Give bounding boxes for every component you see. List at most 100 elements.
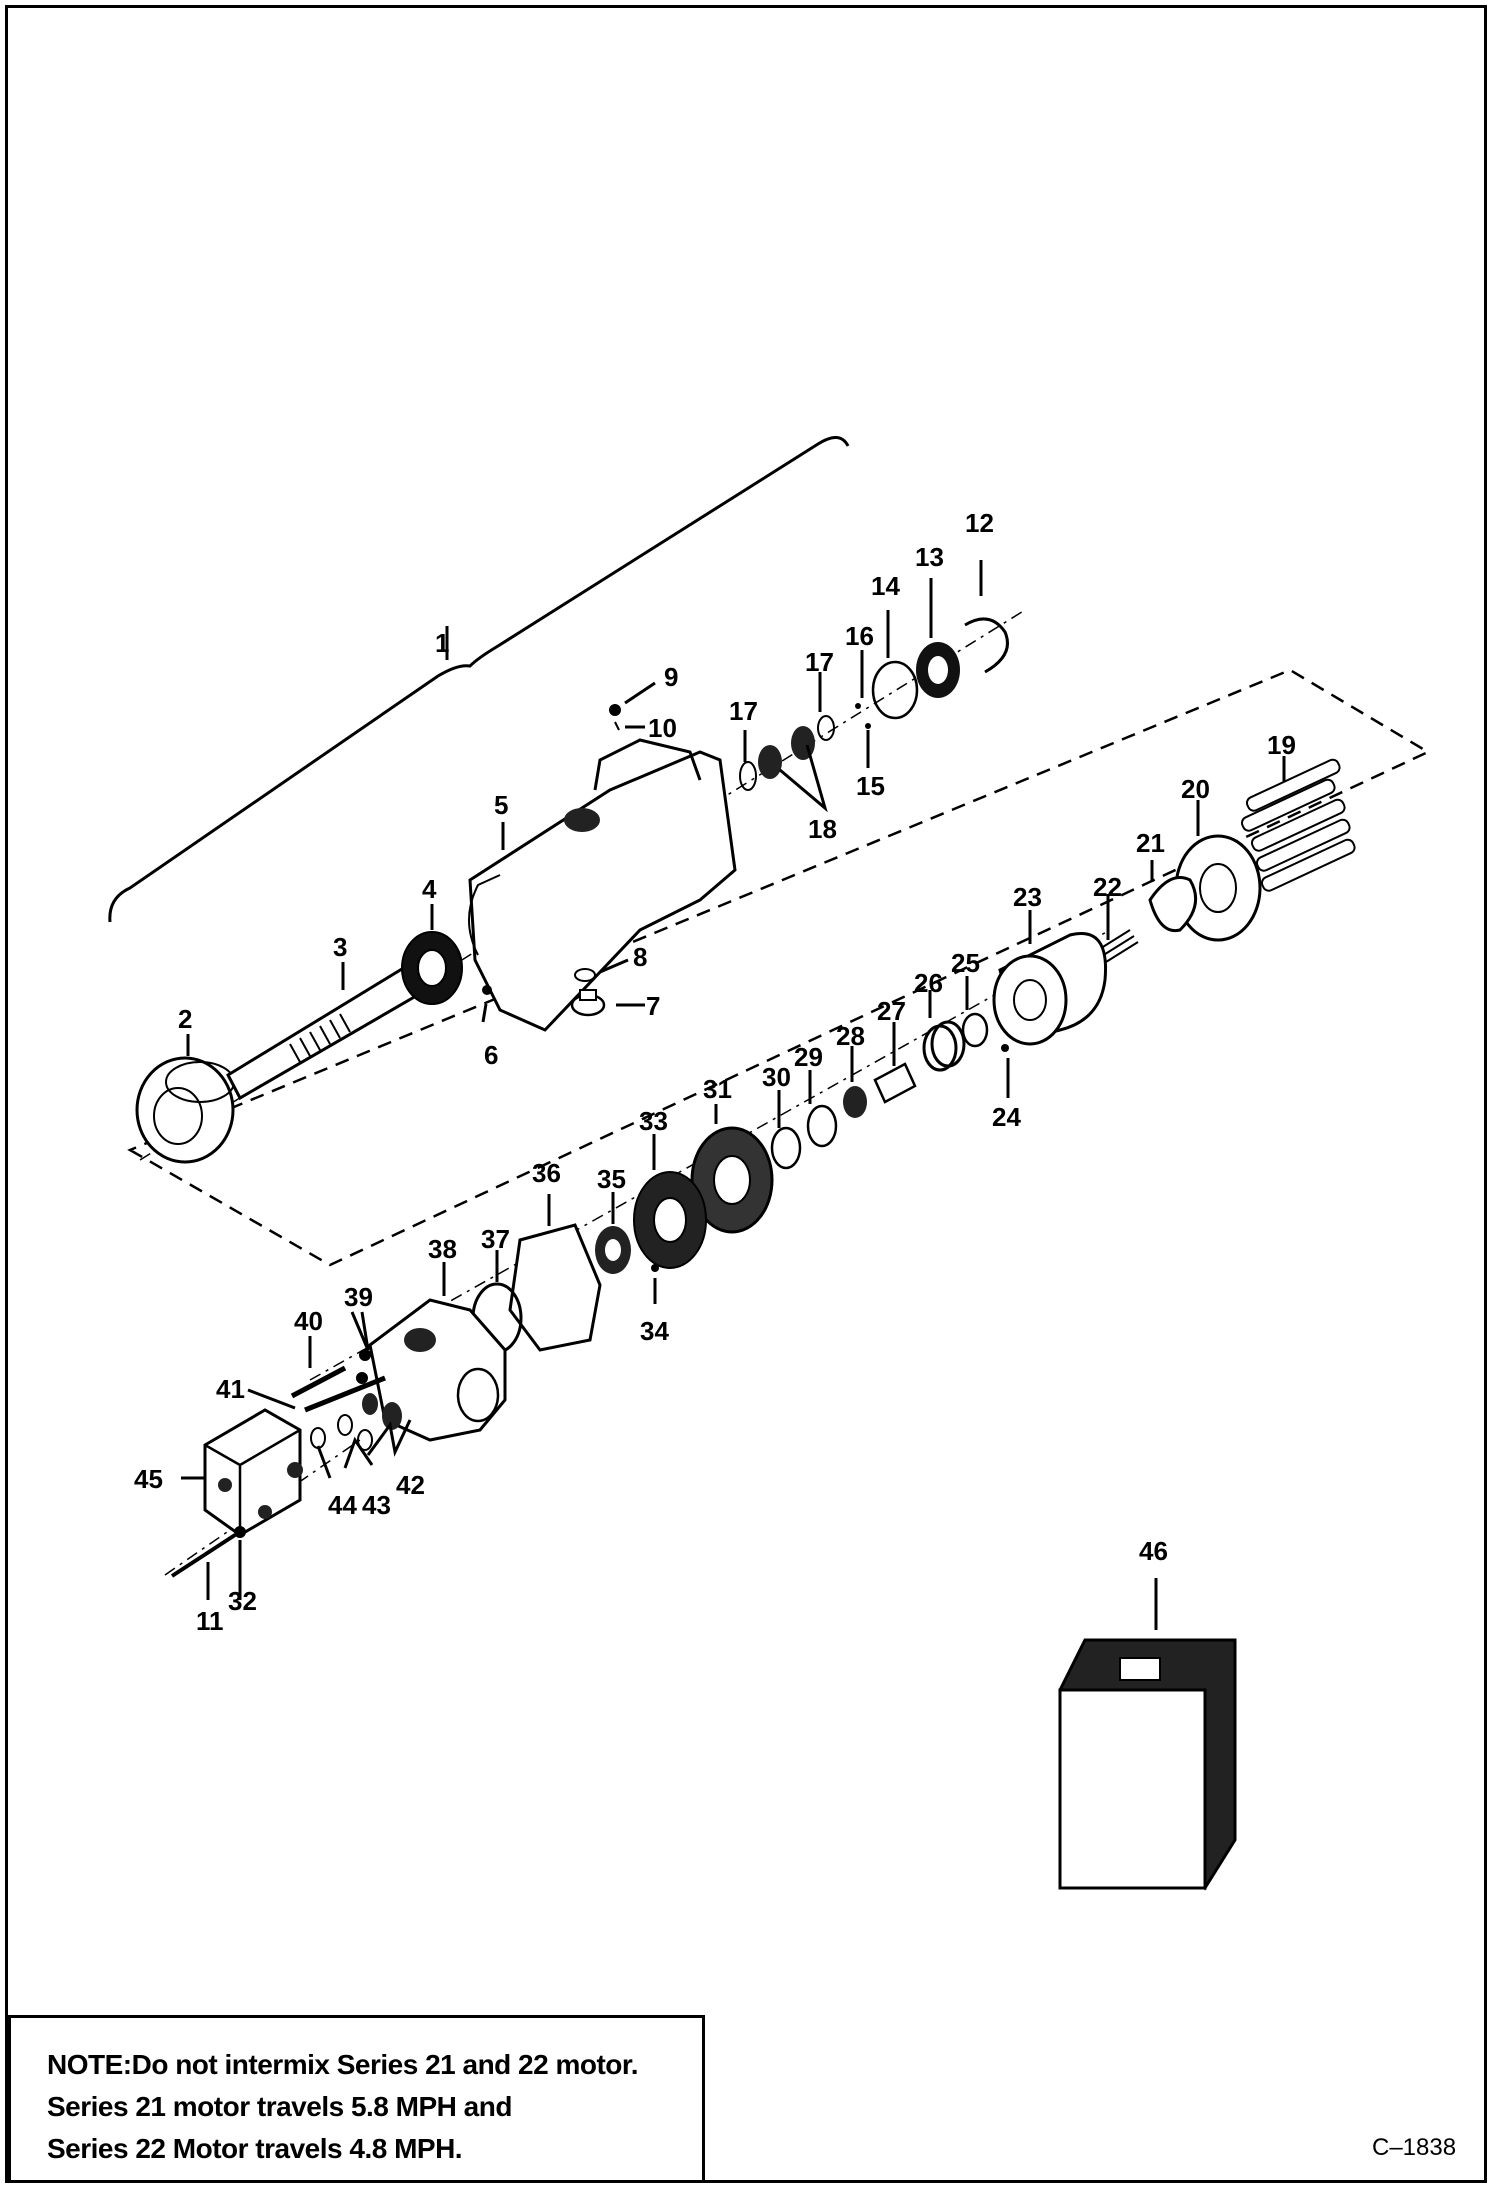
callout-10: 10	[648, 713, 677, 743]
part-41-bolt	[304, 1375, 386, 1413]
callout-45: 45	[134, 1464, 163, 1494]
part-10-o-ring	[614, 721, 620, 731]
callout-29: 29	[794, 1042, 823, 1072]
callout-12: 12	[965, 508, 994, 538]
part-35-bearing	[595, 1226, 631, 1274]
note-line-3: Series 22 Motor travels 4.8 MPH.	[47, 2133, 463, 2164]
part-42-plug-second	[362, 1393, 378, 1415]
part-30-ring	[770, 1126, 802, 1170]
callout-7: 7	[646, 991, 660, 1021]
part-46-seal-kit-box	[1058, 1638, 1237, 1891]
callout-44: 44	[328, 1490, 357, 1520]
callout-19: 19	[1267, 730, 1296, 760]
leader-lines	[181, 560, 1286, 1630]
callout-20: 20	[1181, 774, 1210, 804]
part-24-pin	[1001, 1044, 1009, 1052]
callout-27: 27	[877, 996, 906, 1026]
callout-15: 15	[856, 771, 885, 801]
callout-25: 25	[951, 948, 980, 978]
part-31-swashplate	[690, 1126, 774, 1234]
callout-6: 6	[484, 1040, 498, 1070]
callout-4: 4	[422, 874, 437, 904]
callout-43: 43	[362, 1490, 391, 1520]
note-box: NOTE:Do not intermix Series 21 and 22 mo…	[8, 2015, 705, 2183]
callout-40: 40	[294, 1306, 323, 1336]
part-4-bearing	[401, 931, 463, 1005]
diagram-frame	[5, 5, 1487, 2183]
note-line-2: Series 21 motor travels 5.8 MPH and	[47, 2091, 512, 2122]
part-21-ball-guide	[1148, 876, 1198, 933]
callout-41: 41	[216, 1374, 245, 1404]
part-40-bolt	[290, 1365, 347, 1399]
part-19-pistons	[1240, 758, 1356, 892]
callout-1: 1	[435, 628, 449, 658]
callout-37: 37	[481, 1224, 510, 1254]
part-12-retaining-ring	[964, 617, 1009, 674]
callout-30: 30	[762, 1062, 791, 1092]
part-25-washer	[961, 1012, 989, 1048]
part-34-pin	[651, 1264, 659, 1272]
part-8-o-ring	[574, 968, 596, 982]
part-13-spline	[916, 642, 960, 698]
part-45-valve-block	[203, 1408, 303, 1537]
part-26-spring	[922, 1020, 966, 1072]
part-32-washer	[234, 1526, 246, 1538]
part-7-valve	[570, 989, 606, 1017]
part-29-ring	[806, 1104, 838, 1148]
callout-33: 33	[639, 1106, 668, 1136]
callout-32: 32	[228, 1586, 257, 1616]
part-39-fitting	[359, 1349, 371, 1361]
callout-23: 23	[1013, 882, 1042, 912]
callout-11: 11	[196, 1606, 224, 1636]
callout-17: 17	[729, 696, 758, 726]
callout-36: 36	[532, 1158, 561, 1188]
part-5-housing	[468, 738, 737, 1032]
callout-9: 9	[664, 662, 678, 692]
part-33-plate	[633, 1171, 707, 1269]
part-18-seal	[758, 726, 815, 779]
part-28-washer	[843, 1086, 867, 1118]
callout-21: 21	[1136, 828, 1165, 858]
part-44-o-ring	[310, 1427, 326, 1449]
callout-39: 39	[344, 1282, 373, 1312]
part-43-o-ring-second	[357, 1429, 373, 1451]
callout-26: 26	[914, 968, 943, 998]
callout-8: 8	[633, 942, 647, 972]
callout-13: 13	[915, 542, 944, 572]
lower-axis	[309, 929, 1111, 1381]
callout-5: 5	[494, 790, 508, 820]
part-36-gasket	[508, 1223, 602, 1352]
callout-31: 31	[703, 1074, 732, 1104]
part-39-fitting-second	[356, 1372, 368, 1384]
note-line-1: NOTE:Do not intermix Series 21 and 22 mo…	[47, 2049, 639, 2080]
callout-38: 38	[428, 1234, 457, 1264]
part-6-plug	[482, 985, 492, 995]
callout-46: 46	[1139, 1536, 1168, 1566]
part-23-cylinder-block	[992, 932, 1108, 1046]
part-15-pin	[865, 723, 871, 729]
part-14-plate	[871, 660, 919, 720]
part-2-flange	[135, 1056, 235, 1164]
callout-17-second: 17	[805, 647, 834, 677]
callout-3: 3	[333, 932, 347, 962]
part-43-o-ring	[337, 1414, 353, 1436]
callout-2: 2	[178, 1004, 192, 1034]
callout-labels: 1 2 3 4 5 6 7 8 9 10 11 12 13 14 15 16 1…	[134, 508, 1296, 1636]
part-16-pin	[855, 703, 861, 709]
callout-42: 42	[396, 1470, 425, 1500]
callout-28: 28	[836, 1021, 865, 1051]
part-17-ring	[739, 761, 757, 791]
part-42-plug	[382, 1402, 402, 1430]
part-11-bolt	[170, 1533, 237, 1578]
part-9-plug	[609, 704, 621, 716]
callout-24: 24	[992, 1102, 1021, 1132]
assembly-bracket	[108, 436, 850, 923]
callout-34: 34	[640, 1316, 669, 1346]
callout-22: 22	[1093, 872, 1122, 902]
callout-18: 18	[808, 814, 837, 844]
figure-code: C–1838	[1372, 2134, 1457, 2161]
part-38-end-cap	[368, 1298, 507, 1442]
part-17-ring-second	[817, 715, 835, 741]
callout-14: 14	[871, 571, 900, 601]
